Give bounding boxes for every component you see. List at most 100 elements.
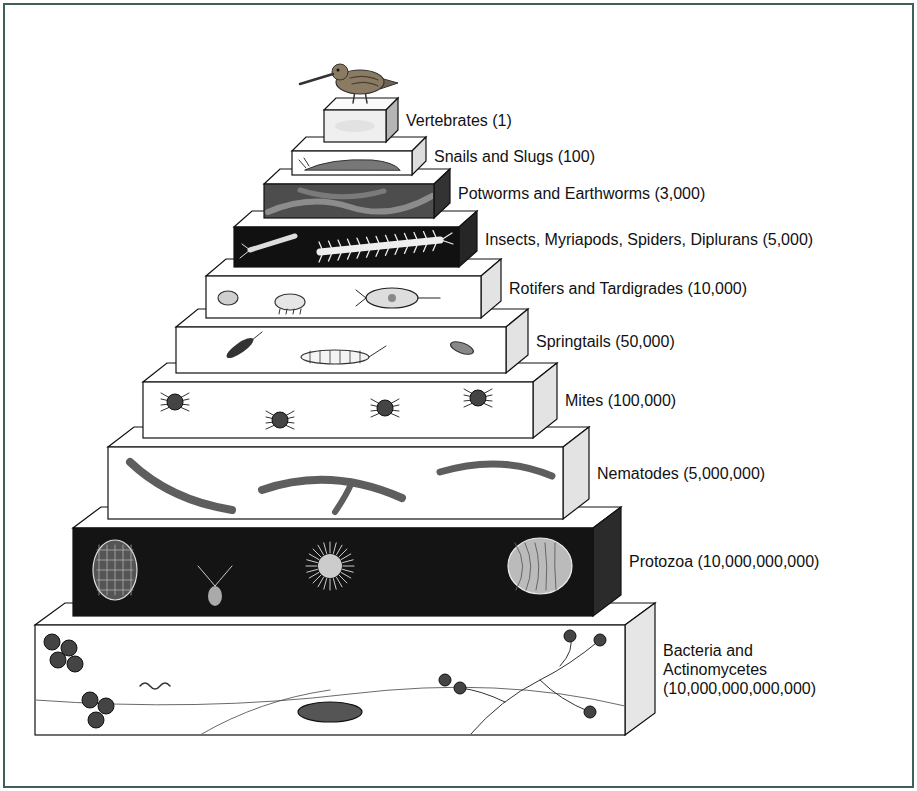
- tier-front-face: [292, 151, 412, 175]
- tier-front-face: [264, 184, 434, 218]
- heliozoan-spike: [333, 543, 336, 554]
- shading: [335, 120, 375, 132]
- tier-label: Mites (100,000): [565, 391, 676, 410]
- heliozoan-spike: [318, 545, 324, 555]
- bird-eye: [337, 69, 340, 72]
- bird-bill: [300, 74, 333, 84]
- heliozoan-spike: [307, 560, 318, 563]
- tier-front-face: [324, 110, 386, 142]
- centipede-leg: [348, 239, 351, 246]
- ciliate-stripe: [545, 543, 547, 590]
- heliozoan-spike: [343, 566, 354, 567]
- tier-front-face: [108, 447, 563, 519]
- rotifer-crown: [356, 298, 366, 306]
- tier-top-face: [324, 98, 398, 110]
- tier-organisms: [130, 462, 552, 512]
- spirillum-cell: [140, 683, 170, 689]
- springtail-figure: [301, 350, 369, 364]
- tardigrade-leg: [293, 309, 294, 314]
- nematode-figure: [262, 480, 402, 498]
- nematode-figure: [440, 464, 552, 476]
- pyramid-tier: Protozoa (10,000,000,000): [73, 507, 621, 616]
- soil-tier-block: [143, 363, 557, 438]
- coccus-cell: [98, 698, 114, 714]
- pyramid-tier: Vertebrates (1): [324, 98, 398, 142]
- tier-organisms: [218, 288, 440, 314]
- testate-grid: [123, 545, 124, 595]
- heliozoan-spike: [341, 554, 351, 560]
- tardigrade-leg: [286, 309, 287, 314]
- centipede-leg: [357, 238, 360, 245]
- tier-side-face: [434, 169, 450, 218]
- tier-side-face: [386, 98, 398, 142]
- tardigrade-leg: [279, 309, 280, 314]
- rotifer-organ: [388, 294, 396, 302]
- springtail-segment: [360, 351, 361, 363]
- tier-front-face: [234, 227, 459, 267]
- centipede-leg: [319, 255, 322, 262]
- soil-tier-block: [176, 309, 528, 373]
- slug-figure: [305, 160, 400, 170]
- heliozoan-spike: [309, 554, 319, 560]
- tier-side-face: [459, 211, 477, 267]
- tier-organisms: [93, 538, 572, 606]
- tier-front-face: [206, 276, 481, 318]
- heliozoan-spike: [339, 575, 347, 583]
- heliozoan-spike: [324, 543, 327, 554]
- heliozoan-body: [318, 554, 342, 578]
- actinomycete-spore: [594, 634, 606, 646]
- ciliate-stripe: [515, 543, 523, 590]
- pyramid-tier: Rotifers and Tardigrades (10,000): [206, 259, 501, 318]
- rotifer-tail: [418, 297, 440, 298]
- centipede-leg: [395, 247, 398, 254]
- heliozoan-spike: [306, 566, 317, 567]
- centipede-leg: [329, 254, 332, 261]
- tier-label: Springtails (50,000): [536, 332, 675, 351]
- heliozoan-spike: [309, 573, 319, 579]
- actinomycete-hypha: [470, 640, 600, 734]
- centipede-leg: [433, 231, 436, 238]
- pyramid-tier: Mites (100,000): [143, 363, 557, 438]
- tier-organisms: [161, 389, 492, 429]
- bird-wing-mark: [350, 76, 378, 80]
- tier-label: Rotifers and Tardigrades (10,000): [509, 279, 747, 298]
- heliozoan-spike: [324, 579, 327, 590]
- heliozoan-spike: [318, 577, 324, 587]
- actinomycete-spore: [439, 674, 451, 686]
- soil-tier-block: [108, 427, 589, 519]
- tier-front-face: [176, 327, 506, 373]
- rotifer-crown: [356, 290, 366, 298]
- heliozoan-spike: [343, 569, 354, 572]
- actinomycete-hypha: [540, 680, 590, 712]
- tier-label: Potworms and Earthworms (3,000): [458, 184, 705, 203]
- flagellum: [198, 566, 215, 586]
- soil-tier-block: [292, 137, 426, 175]
- woodcock-figure: [300, 64, 398, 103]
- ciliate-stripe: [555, 543, 556, 590]
- tier-organisms: [224, 332, 475, 364]
- heliozoan-spike: [339, 549, 347, 557]
- mite-body: [377, 400, 393, 416]
- dipluran-figure: [250, 236, 295, 250]
- tier-side-face: [481, 259, 501, 318]
- testate-grid: [131, 545, 132, 595]
- centipede-leg: [414, 233, 417, 240]
- centipede-leg: [395, 234, 398, 241]
- soil-tier-block: [206, 259, 501, 318]
- centipede-leg: [424, 245, 427, 252]
- pyramid-tier: Snails and Slugs (100): [292, 137, 426, 175]
- centipede-leg: [433, 244, 436, 251]
- testate-grid: [97, 590, 133, 591]
- heliozoan-spike: [341, 573, 351, 579]
- springtail-segment: [330, 351, 331, 363]
- tier-side-face: [412, 137, 426, 175]
- centipede-leg: [376, 249, 379, 256]
- tardigrade-leg: [300, 309, 301, 314]
- soil-tier-block: [73, 507, 621, 616]
- centipede-leg: [357, 251, 360, 258]
- centipede-leg: [386, 248, 389, 255]
- springtail-antenna: [369, 346, 386, 357]
- tier-label: Vertebrates (1): [406, 111, 512, 130]
- centipede-leg: [348, 252, 351, 259]
- heliozoan-spike: [343, 560, 354, 563]
